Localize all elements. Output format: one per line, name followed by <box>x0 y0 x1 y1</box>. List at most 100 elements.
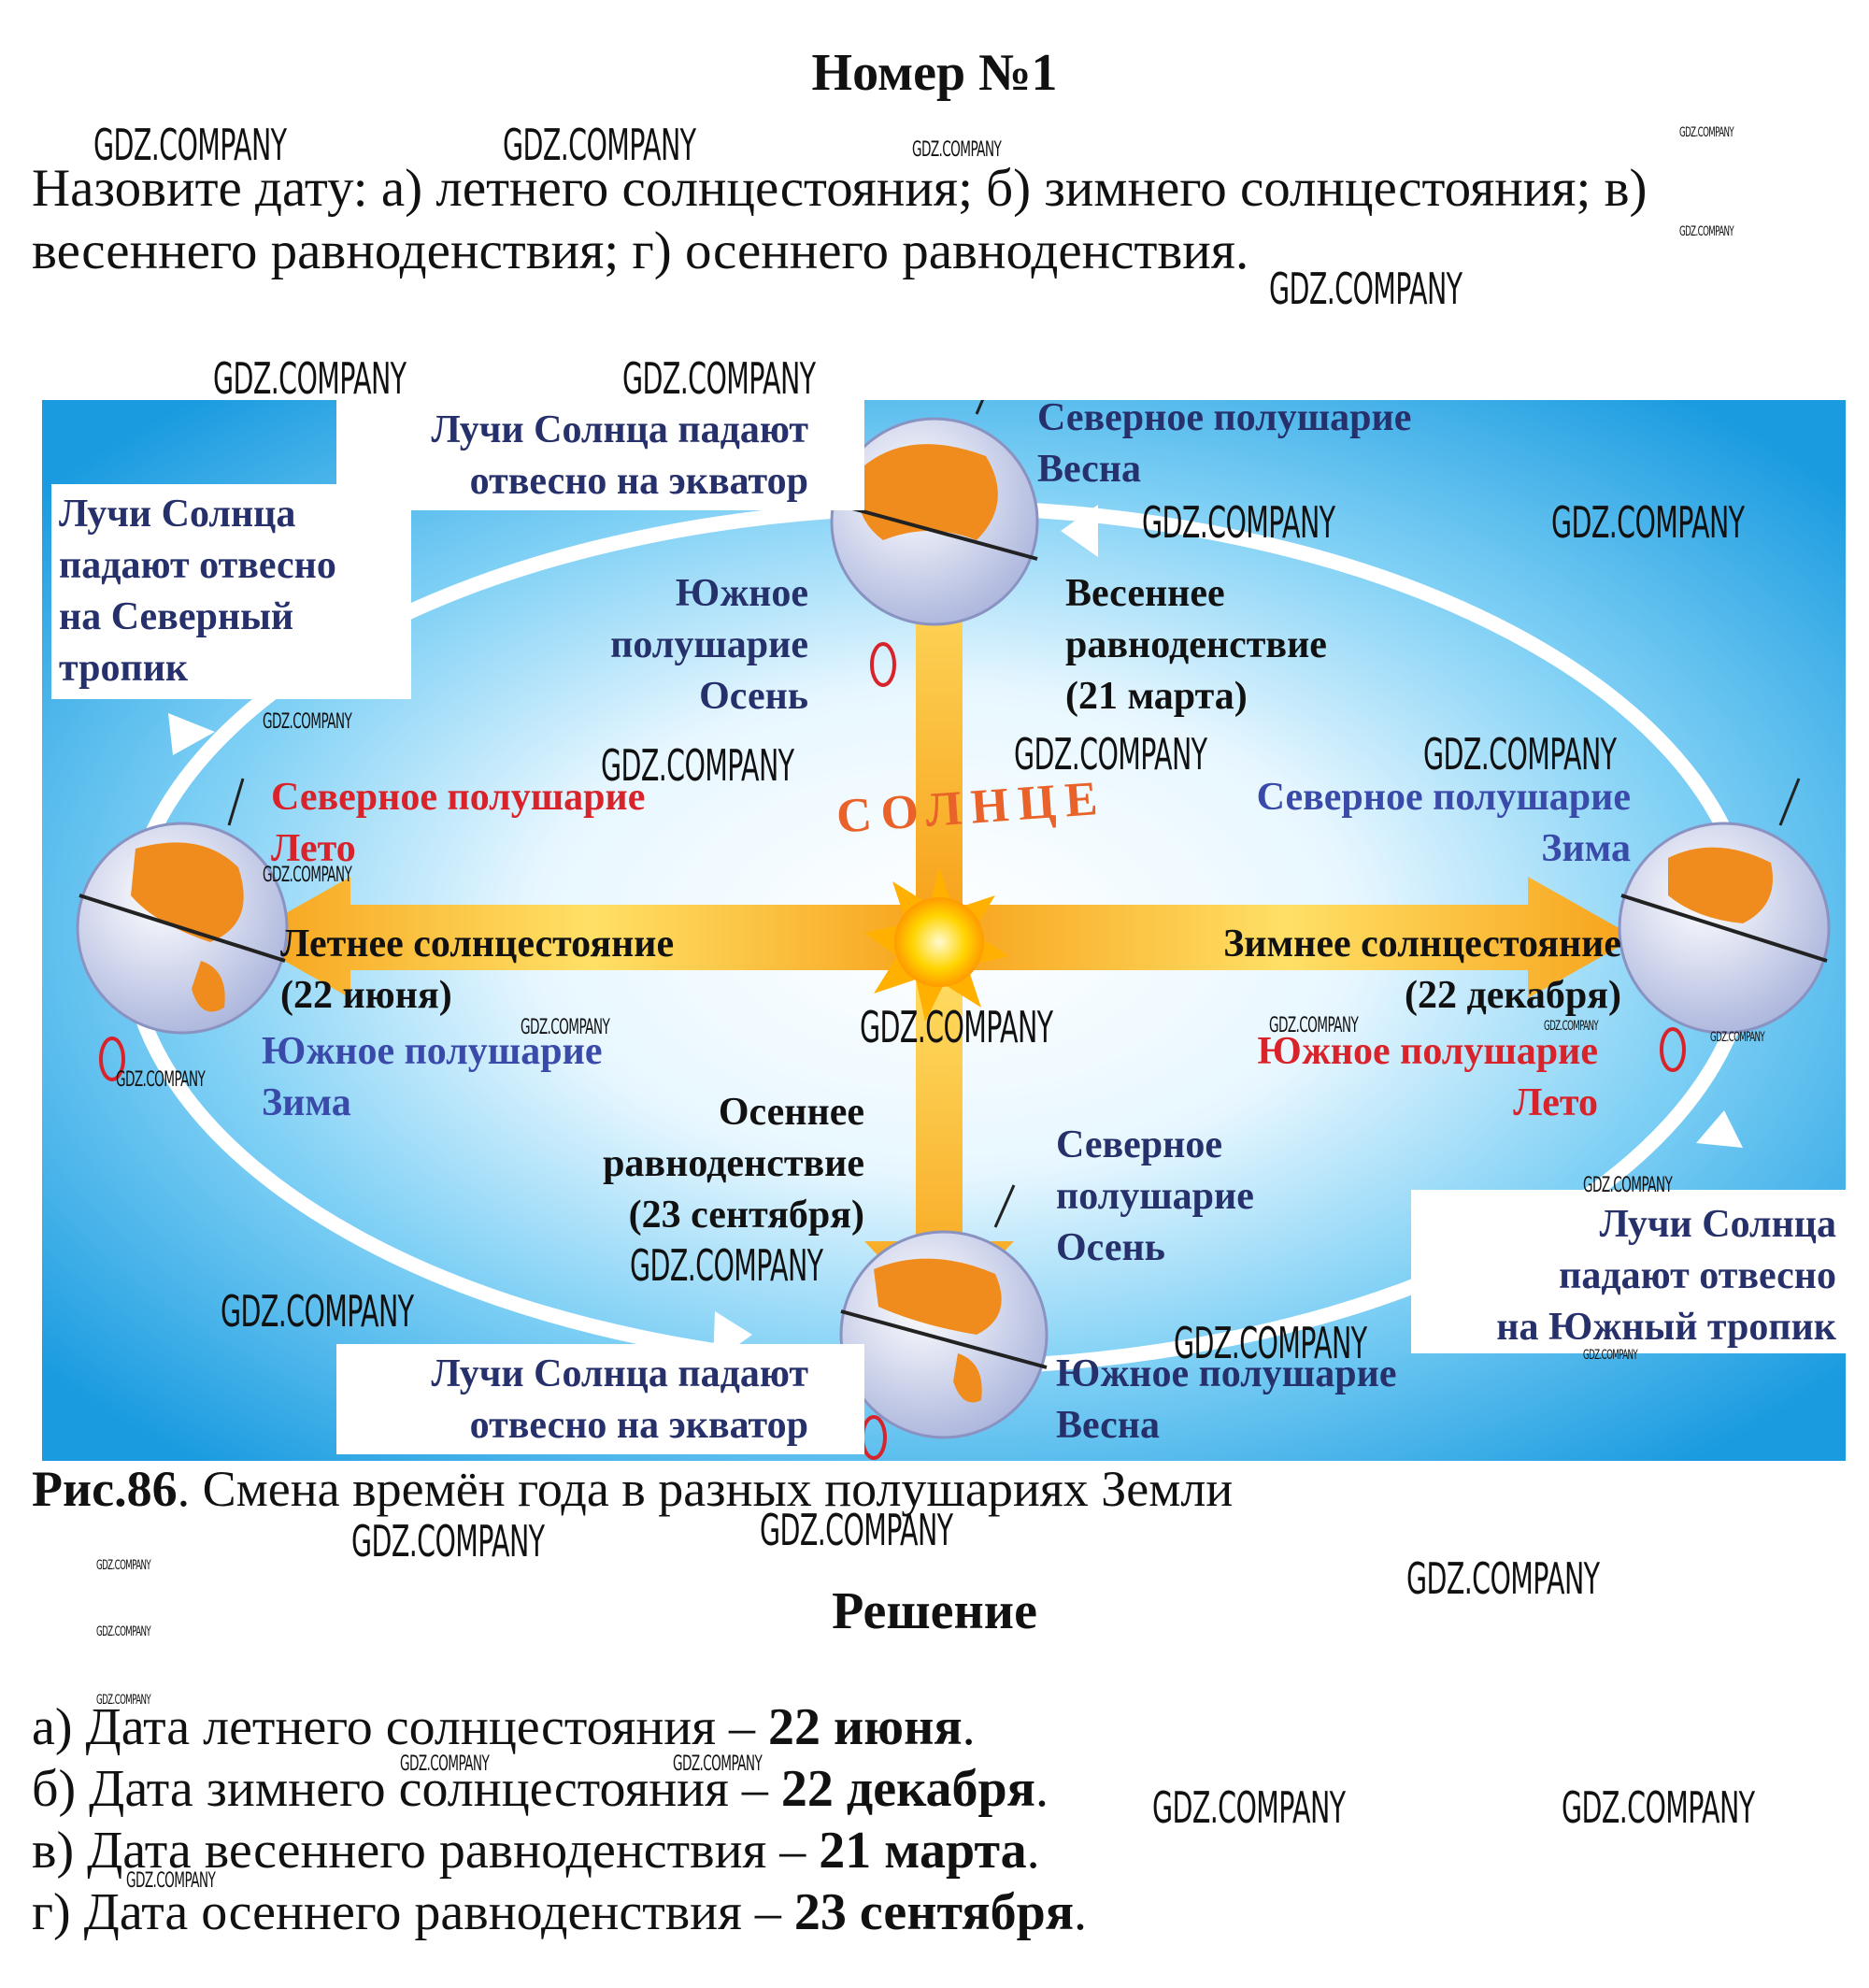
bottom-event-1: Осеннее <box>719 1091 864 1134</box>
watermark: GDZ.COMPANY <box>1406 1553 1600 1604</box>
seasons-figure: СОЛНЦЕ <box>42 400 1846 1461</box>
watermark: GDZ.COMPANY <box>263 864 352 887</box>
watermark: GDZ.COMPANY <box>622 353 816 404</box>
watermark: GDZ.COMPANY <box>96 1624 151 1639</box>
top-event-1: Весеннее <box>1065 572 1225 615</box>
watermark: GDZ.COMPANY <box>1544 1019 1599 1034</box>
bottom-north-2: полушарие <box>1056 1175 1254 1218</box>
bottom-rays-1: Лучи Солнца падают <box>432 1352 809 1395</box>
orbit-arrow-top <box>1061 505 1098 557</box>
globe-left <box>76 778 289 1035</box>
bottom-south-2: Весна <box>1056 1404 1160 1447</box>
answer-b: б) Дата зимнего солнцестояния – 22 декаб… <box>32 1758 1087 1820</box>
globe-bottom <box>839 1184 1049 1439</box>
callout-bottom-box <box>336 1344 864 1454</box>
bottom-north-1: Северное <box>1056 1123 1222 1166</box>
top-event-2: равноденствие <box>1065 623 1327 666</box>
answer-b-end: . <box>1034 1760 1049 1818</box>
bottom-rays-2: отвесно на экватор <box>470 1404 808 1447</box>
solution-title: Решение <box>832 1582 1037 1640</box>
caption-text: . Смена времён года в разных полушариях … <box>177 1461 1234 1517</box>
left-event-2: (22 июня) <box>280 974 452 1017</box>
watermark: GDZ.COMPANY <box>351 1516 545 1566</box>
watermark: GDZ.COMPANY <box>1710 1030 1765 1045</box>
watermark: GDZ.COMPANY <box>96 1693 151 1708</box>
watermark: GDZ.COMPANY <box>126 1869 216 1893</box>
answer-a-date: 22 июня <box>768 1698 963 1756</box>
watermark: GDZ.COMPANY <box>1679 125 1734 140</box>
watermark: GDZ.COMPANY <box>1174 1318 1367 1368</box>
left-rays-2: падают отвесно <box>59 544 336 587</box>
task-line-2: весеннего равноденствия; г) осеннего рав… <box>32 222 1249 280</box>
left-south-2: Зима <box>262 1081 351 1124</box>
answer-a-text: а) Дата летнего солнцестояния – <box>32 1698 769 1756</box>
answer-b-date: 22 декабря <box>780 1760 1035 1818</box>
answer-a-end: . <box>962 1698 976 1756</box>
answer-c-text: в) Дата весеннего равноденствия – <box>32 1822 820 1880</box>
answer-c-end: . <box>1026 1822 1040 1880</box>
left-event-1: Летнее солнцестояние <box>280 922 674 965</box>
right-north-2: Зима <box>1541 827 1631 870</box>
rotation-markers <box>99 642 1686 1460</box>
watermark: GDZ.COMPANY <box>912 138 1002 162</box>
answer-d-text: г) Дата осеннего равноденствия – <box>32 1883 794 1941</box>
top-south-1: Южное <box>676 572 808 615</box>
watermark: GDZ.COMPANY <box>263 710 352 734</box>
watermark: GDZ.COMPANY <box>400 1752 490 1776</box>
watermark: GDZ.COMPANY <box>221 1286 414 1337</box>
left-north-2: Лето <box>271 827 356 870</box>
sun <box>864 867 1009 1022</box>
watermark: GDZ.COMPANY <box>1551 497 1745 548</box>
right-event-1: Зимнее солнцестояние <box>1223 922 1621 965</box>
right-rays-2: падают отвесно <box>1559 1254 1836 1297</box>
right-north-1: Северное полушарие <box>1257 776 1631 819</box>
caption-figure-number: Рис.86 <box>32 1461 178 1517</box>
globe-top <box>830 400 1039 626</box>
answer-d-end: . <box>1074 1883 1088 1941</box>
globe-right <box>1618 778 1831 1035</box>
sun-ray-left <box>243 877 939 998</box>
top-rays-1: Лучи Солнца падают <box>432 408 809 451</box>
watermark: GDZ.COMPANY <box>1583 1348 1638 1363</box>
callout-left-box <box>51 484 411 699</box>
seasons-diagram: СОЛНЦЕ <box>42 400 1846 1461</box>
bottom-north-3: Осень <box>1056 1226 1165 1269</box>
orbit-arrow-right <box>1696 1110 1743 1148</box>
watermark: GDZ.COMPANY <box>630 1240 823 1291</box>
watermark: GDZ.COMPANY <box>116 1068 206 1092</box>
answer-d: г) Дата осеннего равноденствия – 23 сент… <box>32 1881 1087 1943</box>
watermark: GDZ.COMPANY <box>1583 1174 1673 1197</box>
orbit-arrow-left <box>168 713 215 755</box>
answers-list: а) Дата летнего солнцестояния – 22 июня.… <box>32 1696 1087 1943</box>
watermark: GDZ.COMPANY <box>1423 729 1617 779</box>
watermark: GDZ.COMPANY <box>673 1752 763 1776</box>
top-event-3: (21 марта) <box>1065 675 1248 718</box>
watermark: GDZ.COMPANY <box>93 120 287 170</box>
right-event-2: (22 декабря) <box>1405 974 1621 1017</box>
top-south-3: Осень <box>699 675 808 718</box>
top-north-1: Северное полушарие <box>1037 400 1411 439</box>
left-rays-3: на Северный <box>59 595 293 638</box>
watermark: GDZ.COMPANY <box>1014 729 1207 779</box>
left-rays-4: тропик <box>59 647 189 690</box>
answer-a: а) Дата летнего солнцестояния – 22 июня. <box>32 1696 1087 1758</box>
callout-top-box <box>336 400 864 510</box>
watermark: GDZ.COMPANY <box>503 120 696 170</box>
left-north-1: Северное полушарие <box>271 776 645 819</box>
left-rays-1: Лучи Солнца <box>59 493 295 536</box>
bottom-south-1: Южное полушарие <box>1056 1352 1396 1395</box>
right-south-1: Южное полушарие <box>1258 1030 1598 1073</box>
task-line-1: Назовите дату: а) летнего солнцестояния;… <box>32 159 1648 218</box>
watermark: GDZ.COMPANY <box>1269 1014 1359 1037</box>
sun-ray-up <box>883 522 995 919</box>
left-south-1: Южное полушарие <box>262 1030 602 1073</box>
sun-ray-down <box>864 951 1014 1321</box>
answer-c-date: 21 марта <box>819 1822 1027 1880</box>
watermark: GDZ.COMPANY <box>760 1505 953 1555</box>
right-rays-3: на Южный тропик <box>1496 1306 1837 1349</box>
watermark: GDZ.COMPANY <box>96 1558 151 1573</box>
top-north-2: Весна <box>1037 448 1141 491</box>
sun-ray-right <box>939 877 1635 998</box>
task-text: Назовите дату: а) летнего солнцестояния;… <box>32 157 1807 282</box>
top-rays-2: отвесно на экватор <box>470 460 808 503</box>
